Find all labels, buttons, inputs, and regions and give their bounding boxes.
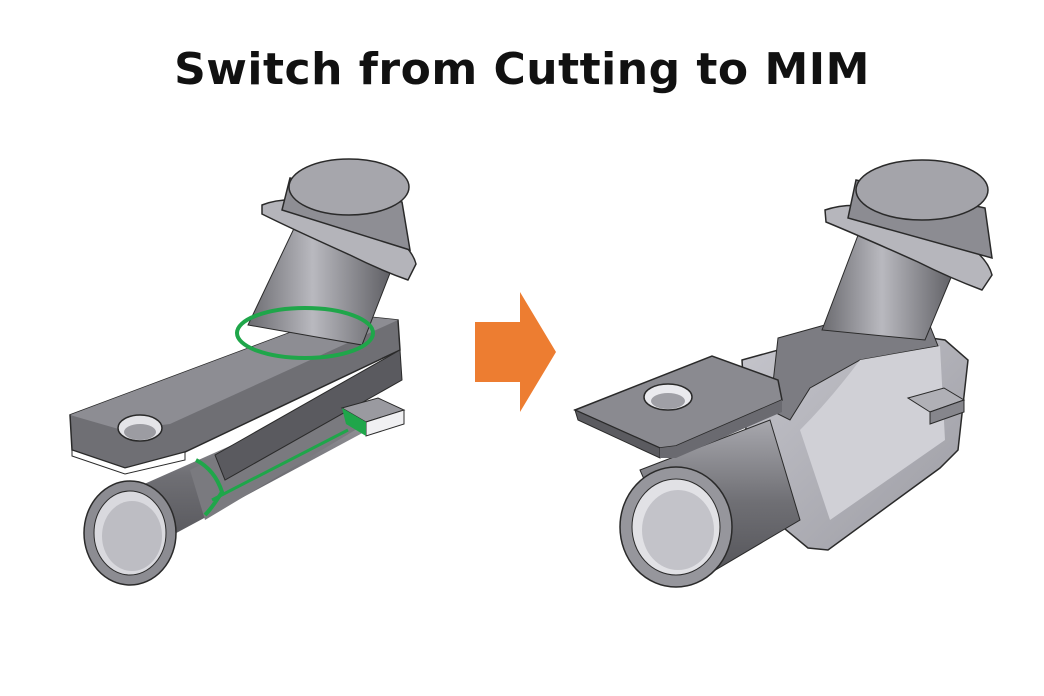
tab-icon [340, 397, 406, 437]
mim-plate-icon [573, 355, 783, 459]
mim-body-icon [741, 317, 969, 551]
right-arrow-icon [475, 292, 556, 412]
mim-tab-icon [906, 387, 966, 425]
mim-upper-tube-icon [821, 159, 993, 341]
mim-lower-tube-icon [619, 419, 801, 588]
page-title: Switch from Cutting to MIM [174, 44, 870, 95]
upper-angled-tube-icon [235, 158, 417, 360]
mim-bracket-part-icon [573, 159, 993, 588]
machined-bracket-assembly-icon [69, 158, 417, 586]
